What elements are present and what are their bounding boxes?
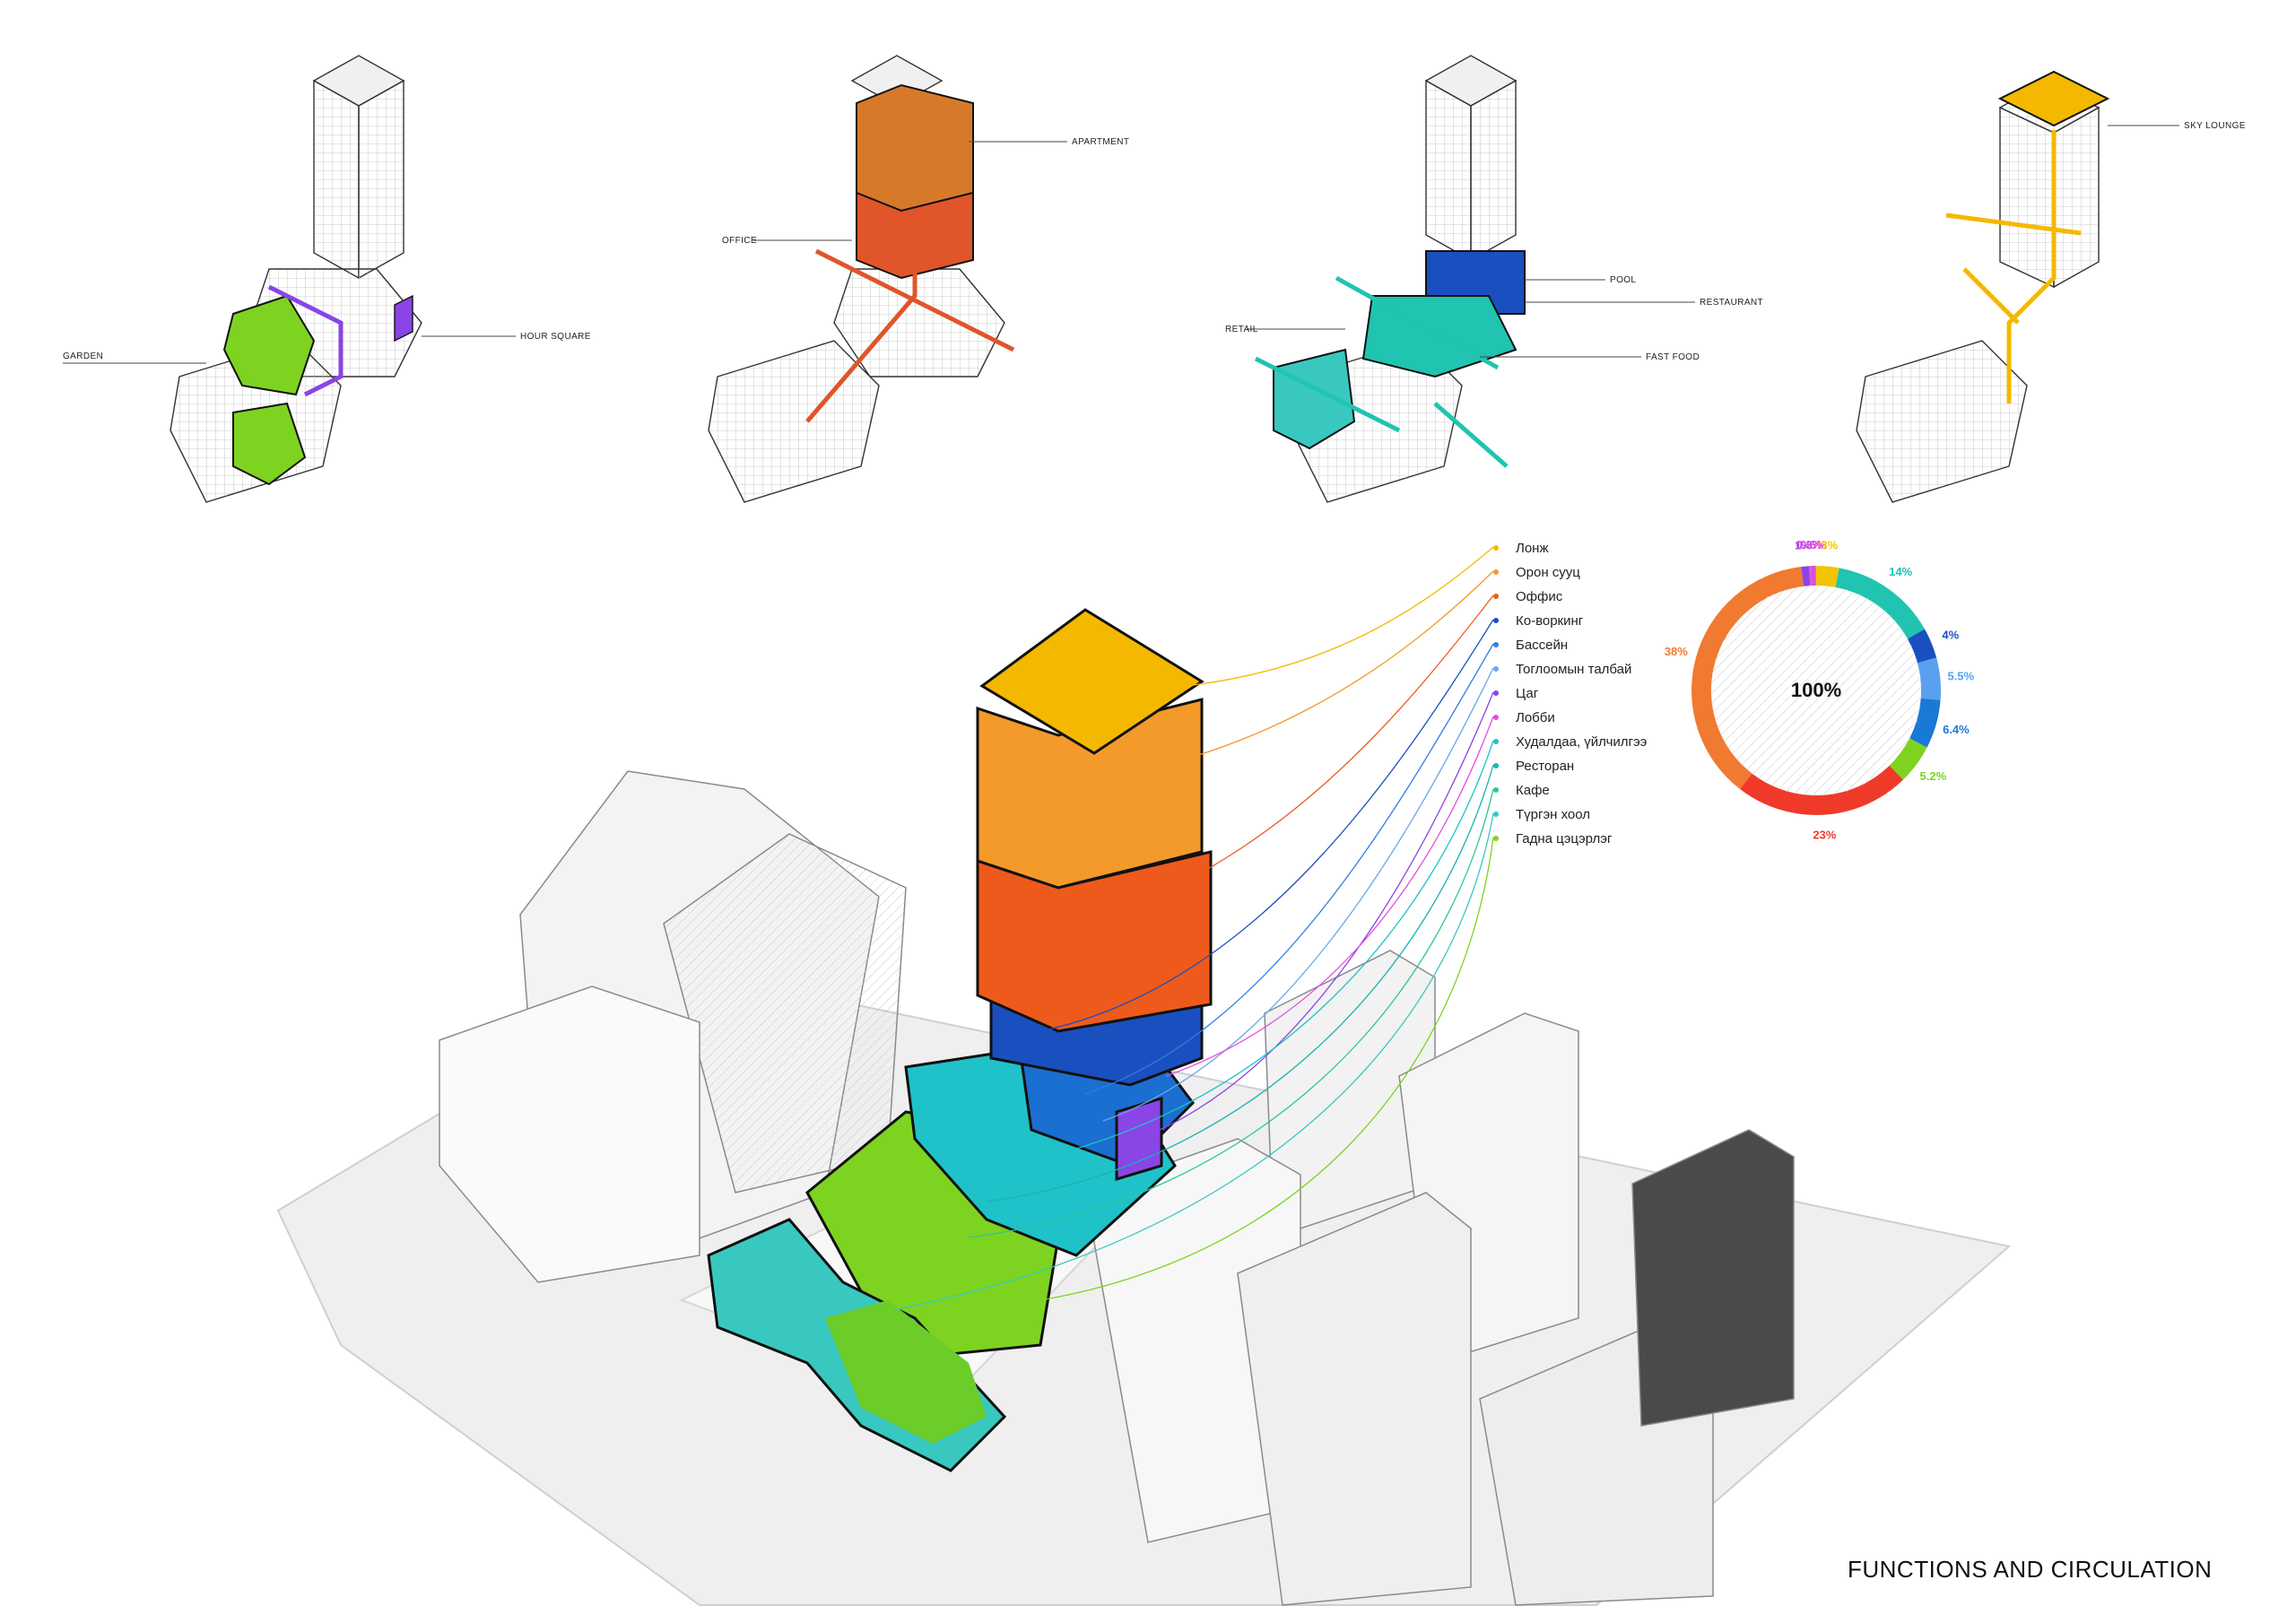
label-apartment: APARTMENT [1072, 137, 1129, 147]
circulation-arrow [1254, 275, 1509, 468]
lounge-roof [979, 608, 1205, 755]
legend-marker [1493, 642, 1499, 647]
circulation-arrow [1945, 130, 2082, 404]
legend-item: Цаг [1516, 686, 1539, 701]
legend-marker [1493, 787, 1499, 793]
donut-segment-label: 0.3% [1796, 538, 1822, 551]
donut-hole [1710, 585, 1922, 796]
legend-item: Лонж [1516, 541, 1549, 556]
legend-marker [1493, 690, 1499, 696]
diagram-retail-pool: POOL RESTAURANT RETAIL FAST FOOD [1225, 55, 1763, 503]
apartment-zone [856, 83, 974, 213]
legend-item: Кафе [1516, 783, 1550, 798]
donut-segment-label: 3% [1821, 539, 1838, 552]
donut-segment [1692, 567, 1805, 790]
donut-segment [1835, 568, 1925, 639]
donut-segment [1815, 565, 1839, 588]
legend-item: Бассейн [1516, 638, 1568, 653]
donut-segment-label: 1% [1795, 539, 1812, 552]
circulation-arrow [805, 224, 1015, 423]
legend-item: Тоглоомын талбай [1516, 662, 1631, 677]
tower-wireframe [708, 55, 1005, 503]
legend-item: Түргэн хоол [1516, 807, 1590, 822]
donut-center-label: 100% [1791, 679, 1841, 701]
label-pool: POOL [1610, 275, 1636, 285]
legend-marker [1493, 594, 1499, 599]
clock-block [394, 294, 413, 343]
legend-item: Гадна цэцэрлэг [1516, 831, 1613, 846]
label-garden: GARDEN [63, 352, 103, 361]
legend-marker [1493, 666, 1499, 672]
tower-wireframe [1856, 82, 2100, 503]
donut-segment-label: 38% [1665, 645, 1688, 658]
donut-segment [1909, 698, 1941, 748]
label-sky-lounge: SKY LOUNGE [2184, 121, 2246, 131]
legend-marker [1493, 763, 1499, 768]
annex-green [825, 1300, 987, 1444]
donut-segment-label: 4% [1942, 628, 1959, 641]
diagram-apartment-office: APARTMENT OFFICE [708, 55, 1129, 503]
donut-segment-label: 5.2% [1920, 769, 1947, 783]
donut-segment-label: 14% [1889, 565, 1912, 578]
context-buildings [439, 770, 1795, 1606]
donut-segment [1889, 738, 1927, 780]
legend-item: Худалдаа, үйлчилгээ [1516, 734, 1648, 750]
legend-item: Орон сууц [1516, 565, 1580, 580]
legend-marker [1493, 545, 1499, 551]
sky-lounge-zone [1997, 70, 2110, 127]
legend-marker [1493, 715, 1499, 720]
legend-marker [1493, 812, 1499, 817]
legend-leaders [896, 546, 1494, 1310]
label-retail: RETAIL [1225, 325, 1258, 334]
legend-item: Ресторан [1516, 759, 1574, 774]
legend-marker [1493, 569, 1499, 575]
legend-item: Лобби [1516, 710, 1555, 725]
donut-segment-label: 23% [1813, 829, 1836, 842]
donut-segment [1917, 657, 1941, 700]
circulation-arrow [267, 284, 344, 397]
diagram-garden: GARDEN HOUR SQUARE [63, 55, 591, 503]
retail-zone [1273, 348, 1356, 450]
legend-item: Ко-воркинг [1516, 613, 1584, 629]
function-share-donut: 100% 1%0.3%0.6%3% 14% 4% 5.5% 6.4% 5.2% 23% 38% [1665, 538, 1975, 842]
garden-zone [232, 402, 307, 486]
donut-segment [1907, 629, 1937, 664]
legend-marker [1493, 618, 1499, 623]
donut-segment [1740, 765, 1904, 815]
page-title: FUNCTIONS AND CIRCULATION [1848, 1556, 2213, 1583]
diagram-sky-lounge: SKY LOUNGE [1856, 70, 2246, 503]
donut-segment-label: 0.6% [1800, 538, 1827, 551]
label-office: OFFICE [722, 236, 757, 246]
donut-segment-label: 6.4% [1943, 723, 1970, 736]
label-fast-food: FAST FOOD [1646, 352, 1700, 362]
legend-item: Оффис [1516, 589, 1563, 604]
legend-marker [1493, 739, 1499, 744]
main-tower [707, 608, 1213, 1472]
donut-segment-label: 5.5% [1947, 670, 1974, 683]
apartment-floors [976, 698, 1204, 890]
legend-marker [1493, 836, 1499, 841]
label-hour-square: HOUR SQUARE [520, 332, 591, 342]
label-restaurant: RESTAURANT [1700, 298, 1763, 308]
donut-segment [1801, 566, 1811, 586]
